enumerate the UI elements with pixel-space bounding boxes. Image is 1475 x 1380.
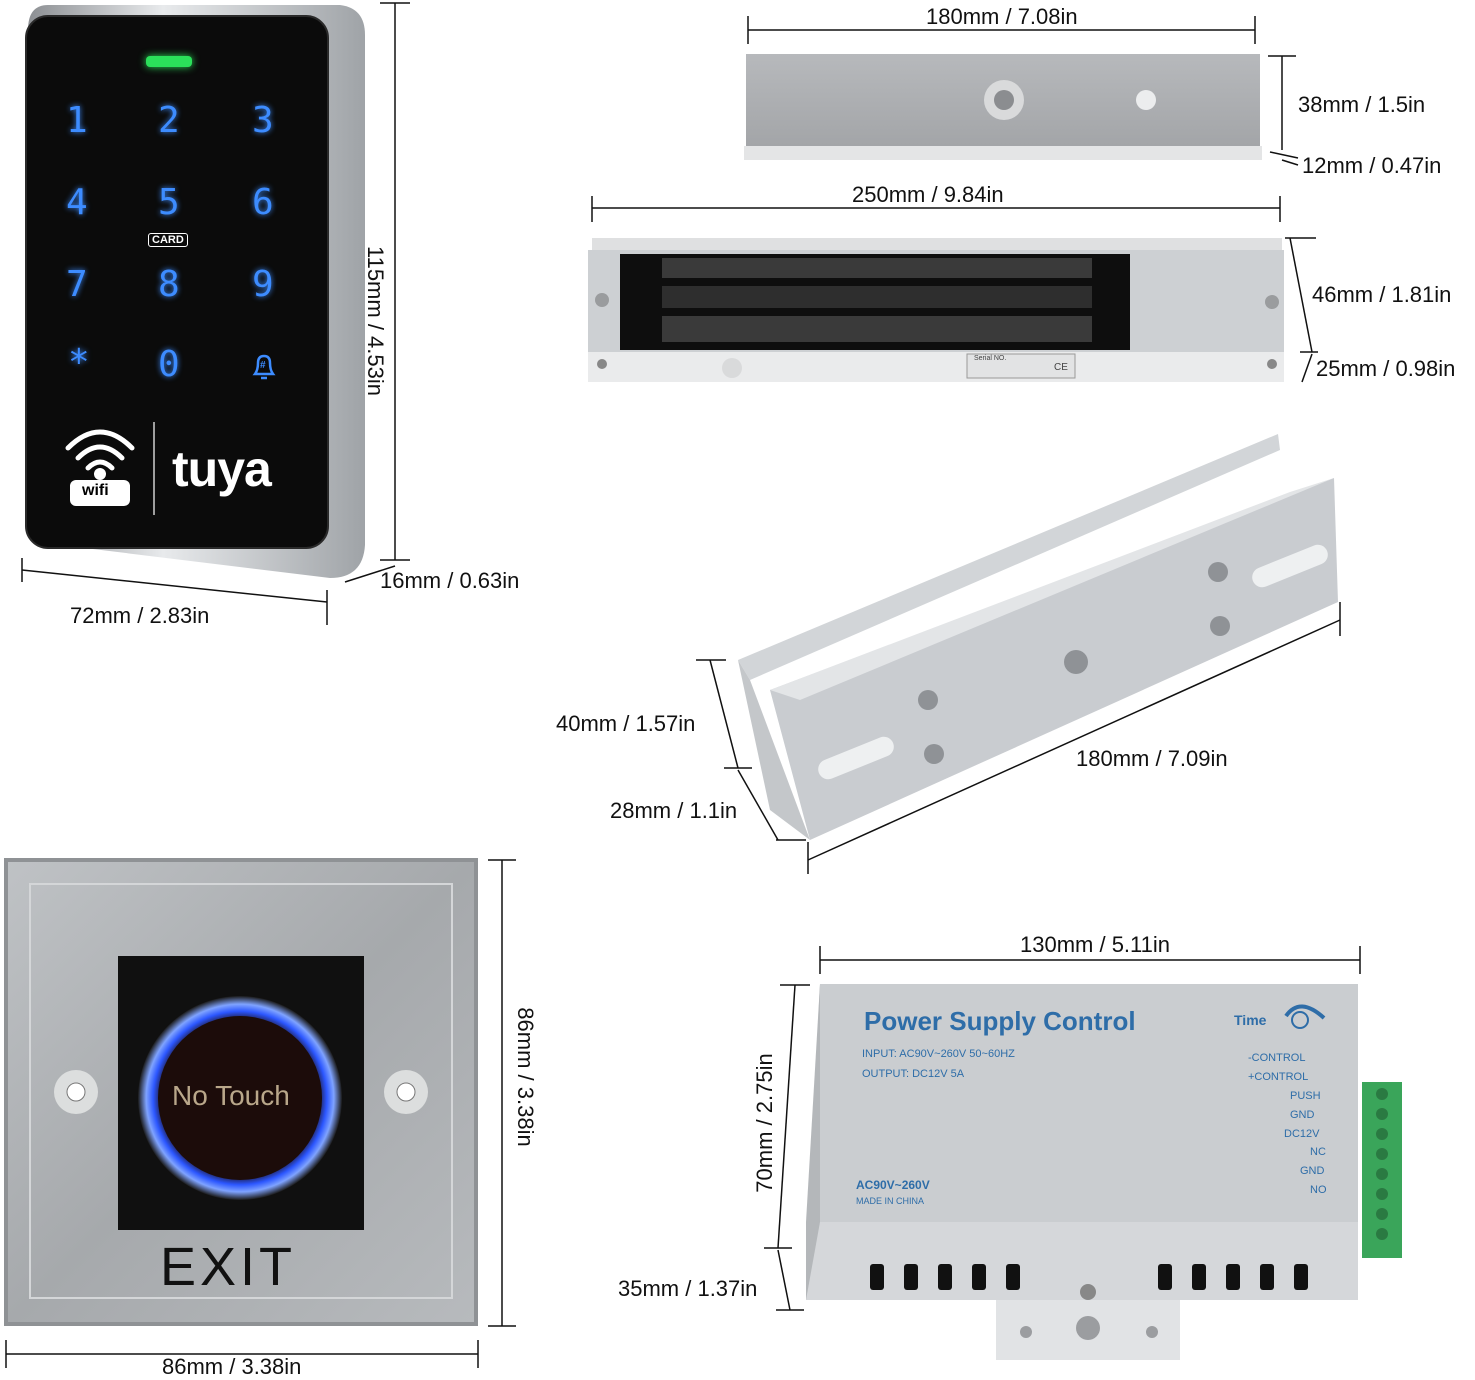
psu-depth-label: 35mm / 1.37in	[618, 1276, 758, 1301]
key-6[interactable]: 6	[252, 182, 274, 223]
key-7[interactable]: 7	[66, 264, 88, 305]
plate-thickness-label: 12mm / 0.47in	[1302, 153, 1442, 178]
psu-height-label: 70mm / 2.75in	[752, 1053, 777, 1193]
psu-width-label: 130mm / 5.11in	[1020, 932, 1171, 957]
bracket-length-label: 180mm / 7.09in	[1076, 746, 1228, 771]
key-8[interactable]: 8	[158, 264, 180, 305]
keypad-depth-label: 16mm / 0.63in	[380, 568, 520, 593]
terminal-label: NO	[1310, 1184, 1327, 1196]
tuya-logo: tuya	[172, 441, 272, 497]
key-5[interactable]: 5	[158, 182, 180, 223]
bracket-height-label: 40mm / 1.57in	[556, 711, 696, 736]
no-touch-label[interactable]: No Touch	[172, 1080, 290, 1111]
wifi-label: wifi	[82, 482, 109, 499]
terminal-label: +CONTROL	[1248, 1071, 1309, 1083]
armature-plate	[744, 52, 1264, 164]
power-supply: Power Supply Control INPUT: AC90V~260V 5…	[806, 982, 1406, 1362]
maglock-height-label: 46mm / 1.81in	[1312, 282, 1452, 307]
terminal-label: GND	[1300, 1165, 1325, 1177]
exit-width-label: 86mm / 3.38in	[162, 1354, 302, 1379]
exit-height-label: 86mm / 3.38in	[513, 1007, 538, 1147]
key-4[interactable]: 4	[66, 182, 88, 223]
terminal-label: PUSH	[1290, 1090, 1321, 1102]
u-bracket	[730, 430, 1350, 850]
psu-output: OUTPUT: DC12V 5A	[862, 1068, 965, 1080]
key-star[interactable]: *	[68, 342, 90, 383]
terminal-label: DC12V	[1284, 1128, 1320, 1140]
terminal-label: -CONTROL	[1248, 1052, 1306, 1064]
key-1[interactable]: 1	[66, 100, 88, 141]
ce-mark: CE	[1054, 362, 1068, 373]
terminal-label: GND	[1290, 1109, 1315, 1121]
exit-button-plate: No Touch EXIT	[4, 858, 478, 1328]
wifi-icon: wifi	[64, 420, 136, 510]
maglock-length-label: 250mm / 9.84in	[852, 182, 1004, 207]
psu-input: INPUT: AC90V~260V 50~60HZ	[862, 1048, 1015, 1060]
key-0[interactable]: 0	[158, 344, 180, 385]
magnetic-lock: Serial NO. CE	[582, 236, 1288, 386]
bracket-depth-label: 28mm / 1.1in	[610, 798, 738, 823]
time-label: Time	[1234, 1012, 1267, 1028]
bell-icon[interactable]: #	[250, 352, 278, 382]
maglock-depth-label: 25mm / 0.98in	[1316, 356, 1456, 381]
made-in-label: MADE IN CHINA	[856, 1196, 925, 1206]
exit-label: EXIT	[160, 1237, 297, 1297]
plate-length-label: 180mm / 7.08in	[926, 4, 1078, 29]
terminal-label: NC	[1310, 1146, 1326, 1158]
key-3[interactable]: 3	[252, 100, 274, 141]
psu-title: Power Supply Control	[864, 1006, 1136, 1036]
plate-width-label: 38mm / 1.5in	[1298, 92, 1426, 117]
keypad-device: 1 2 3 4 5 6 7 8 9 * 0 # CARD wifi tuya	[20, 0, 390, 585]
keypad-height-label: 115mm / 4.53in	[363, 245, 388, 396]
status-led	[146, 56, 192, 67]
key-2[interactable]: 2	[158, 100, 180, 141]
card-label: CARD	[148, 233, 188, 247]
key-9[interactable]: 9	[252, 264, 274, 305]
keypad-width-label: 72mm / 2.83in	[70, 603, 210, 628]
serial-label: Serial NO.	[974, 355, 1007, 362]
ac-label: AC90V~260V	[856, 1178, 930, 1192]
